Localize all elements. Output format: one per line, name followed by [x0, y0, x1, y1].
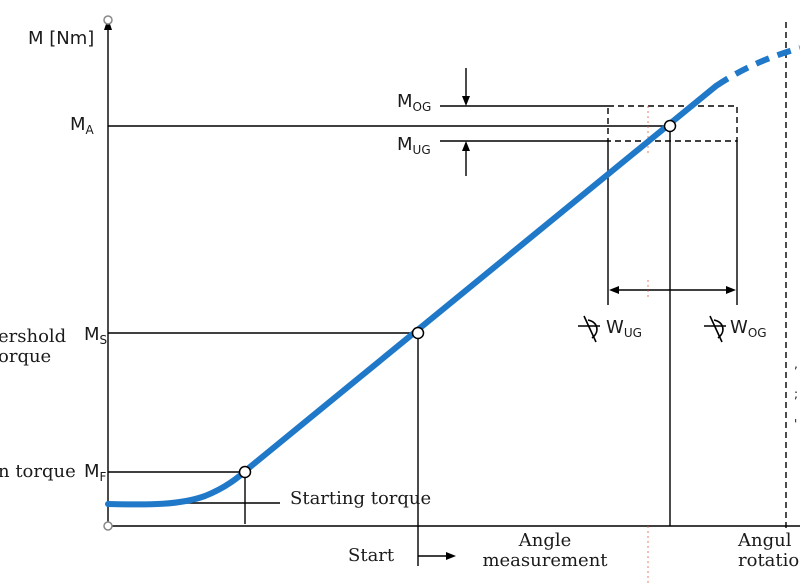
label-m-ug: MUG — [397, 134, 431, 157]
label-w-og: WOG — [730, 317, 767, 340]
label-m-f: MF — [84, 461, 107, 484]
angle-rotation-label-line2: rotatio — [738, 550, 799, 571]
label-m-s: MS — [84, 324, 107, 347]
y-axis-label: M [Nm] — [28, 28, 94, 49]
start-arrowhead — [446, 552, 456, 560]
starting-torque-label: Starting torque — [290, 488, 431, 509]
mog-arrowhead — [462, 96, 470, 106]
angle-arc-icon — [578, 315, 600, 343]
angle-arc-icon — [704, 315, 726, 343]
right-edge-fragment: , — [794, 357, 798, 371]
snug-torque-label: n torque — [0, 461, 76, 482]
label-w-ug: WUG — [606, 317, 642, 340]
label-m-a: MA — [70, 114, 95, 137]
torque-curve-extension — [714, 45, 800, 89]
threshold-torque-label-line1: ershold — [0, 326, 66, 347]
point-ms — [411, 326, 425, 340]
start-label: Start — [348, 545, 395, 566]
y-axis-top-cap — [103, 15, 113, 25]
angle-window-arrowhead-right — [726, 286, 736, 294]
angle-rotation-label-line1: Angul — [737, 530, 792, 551]
angle-measurement-label-line2: measurement — [482, 550, 608, 571]
right-edge-fragment: ; — [794, 387, 798, 401]
tolerance-window — [607, 105, 738, 142]
label-m-og: MOG — [397, 91, 431, 114]
right-edge-fragment: ' — [794, 417, 797, 431]
point-ma — [663, 119, 677, 133]
threshold-torque-label-line2: orque — [0, 346, 51, 367]
angle-measurement-label-line1: Angle — [518, 530, 572, 551]
mug-arrowhead — [462, 141, 470, 151]
angle-window-arrowhead-left — [609, 286, 619, 294]
origin-marker — [103, 521, 113, 531]
point-mf — [238, 465, 252, 479]
